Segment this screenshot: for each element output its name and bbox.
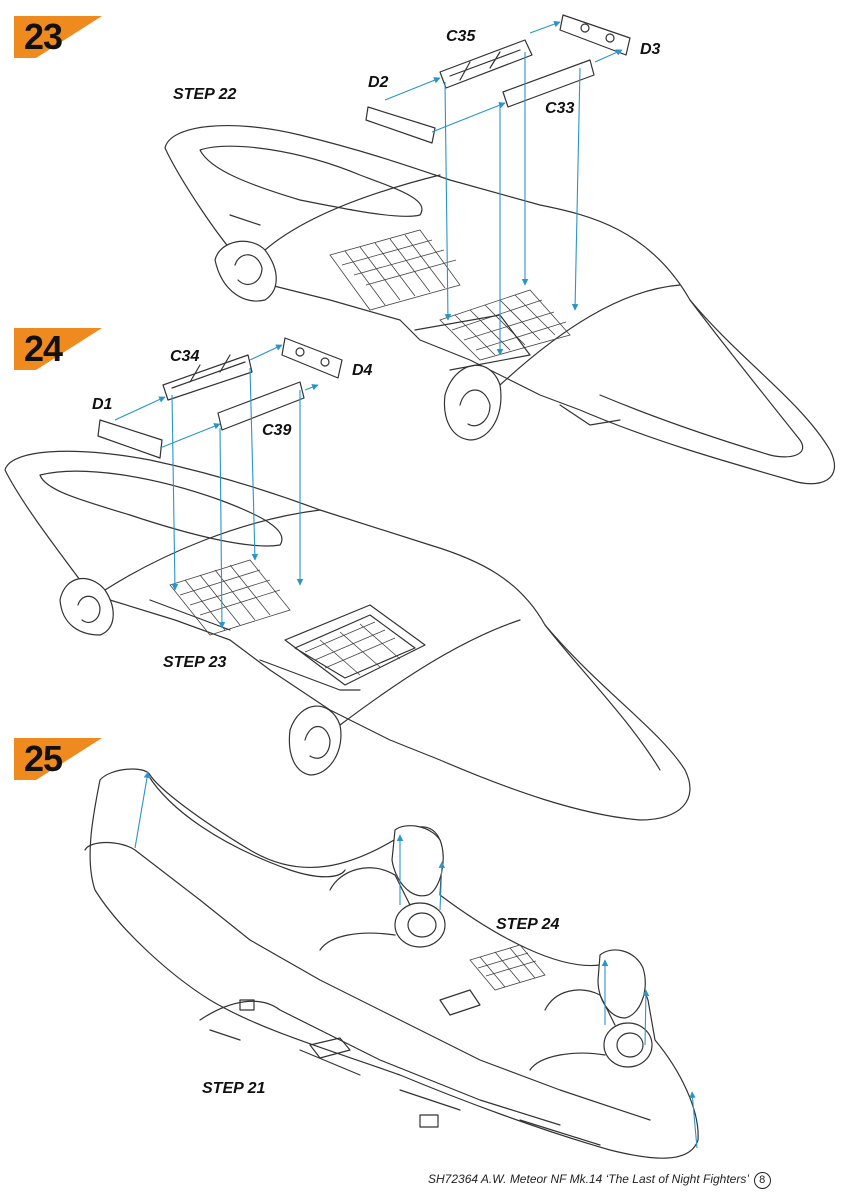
footer-text: SH72364 A.W. Meteor NF Mk.14 ‘The Last o… xyxy=(428,1172,749,1186)
part-label-d1: D1 xyxy=(92,396,113,413)
part-label-d3: D3 xyxy=(640,41,661,58)
step-ref-label: STEP 21 xyxy=(202,1080,266,1097)
page-number: 8 xyxy=(753,1172,771,1189)
step23-parts xyxy=(365,14,631,144)
step-badge-23: 23 xyxy=(14,16,104,58)
step-badge-24: 24 xyxy=(14,328,104,370)
part-label-c34: C34 xyxy=(170,348,200,365)
step-number-24: 24 xyxy=(24,328,63,369)
step-ref-label: STEP 23 xyxy=(163,654,227,671)
part-label-d2: D2 xyxy=(368,74,389,91)
step24-arrows xyxy=(114,344,319,629)
step24-airframe xyxy=(4,450,691,821)
part-label-c39: C39 xyxy=(262,422,292,439)
step25-arrows xyxy=(134,771,698,1149)
part-label-d4: D4 xyxy=(352,362,373,379)
step-number-25: 25 xyxy=(24,738,63,779)
part-label-c33: C33 xyxy=(545,100,575,117)
step-number-23: 23 xyxy=(24,16,63,57)
step-ref-label: STEP 22 xyxy=(173,86,237,103)
step25-airframe xyxy=(84,768,699,1159)
page-footer: SH72364 A.W. Meteor NF Mk.14 ‘The Last o… xyxy=(428,1172,771,1189)
step24-parts xyxy=(97,337,343,459)
part-label-c35: C35 xyxy=(446,28,476,45)
step-badge-25: 25 xyxy=(14,738,104,780)
step23-arrows xyxy=(384,20,623,356)
step-ref-label: STEP 24 xyxy=(496,916,560,933)
